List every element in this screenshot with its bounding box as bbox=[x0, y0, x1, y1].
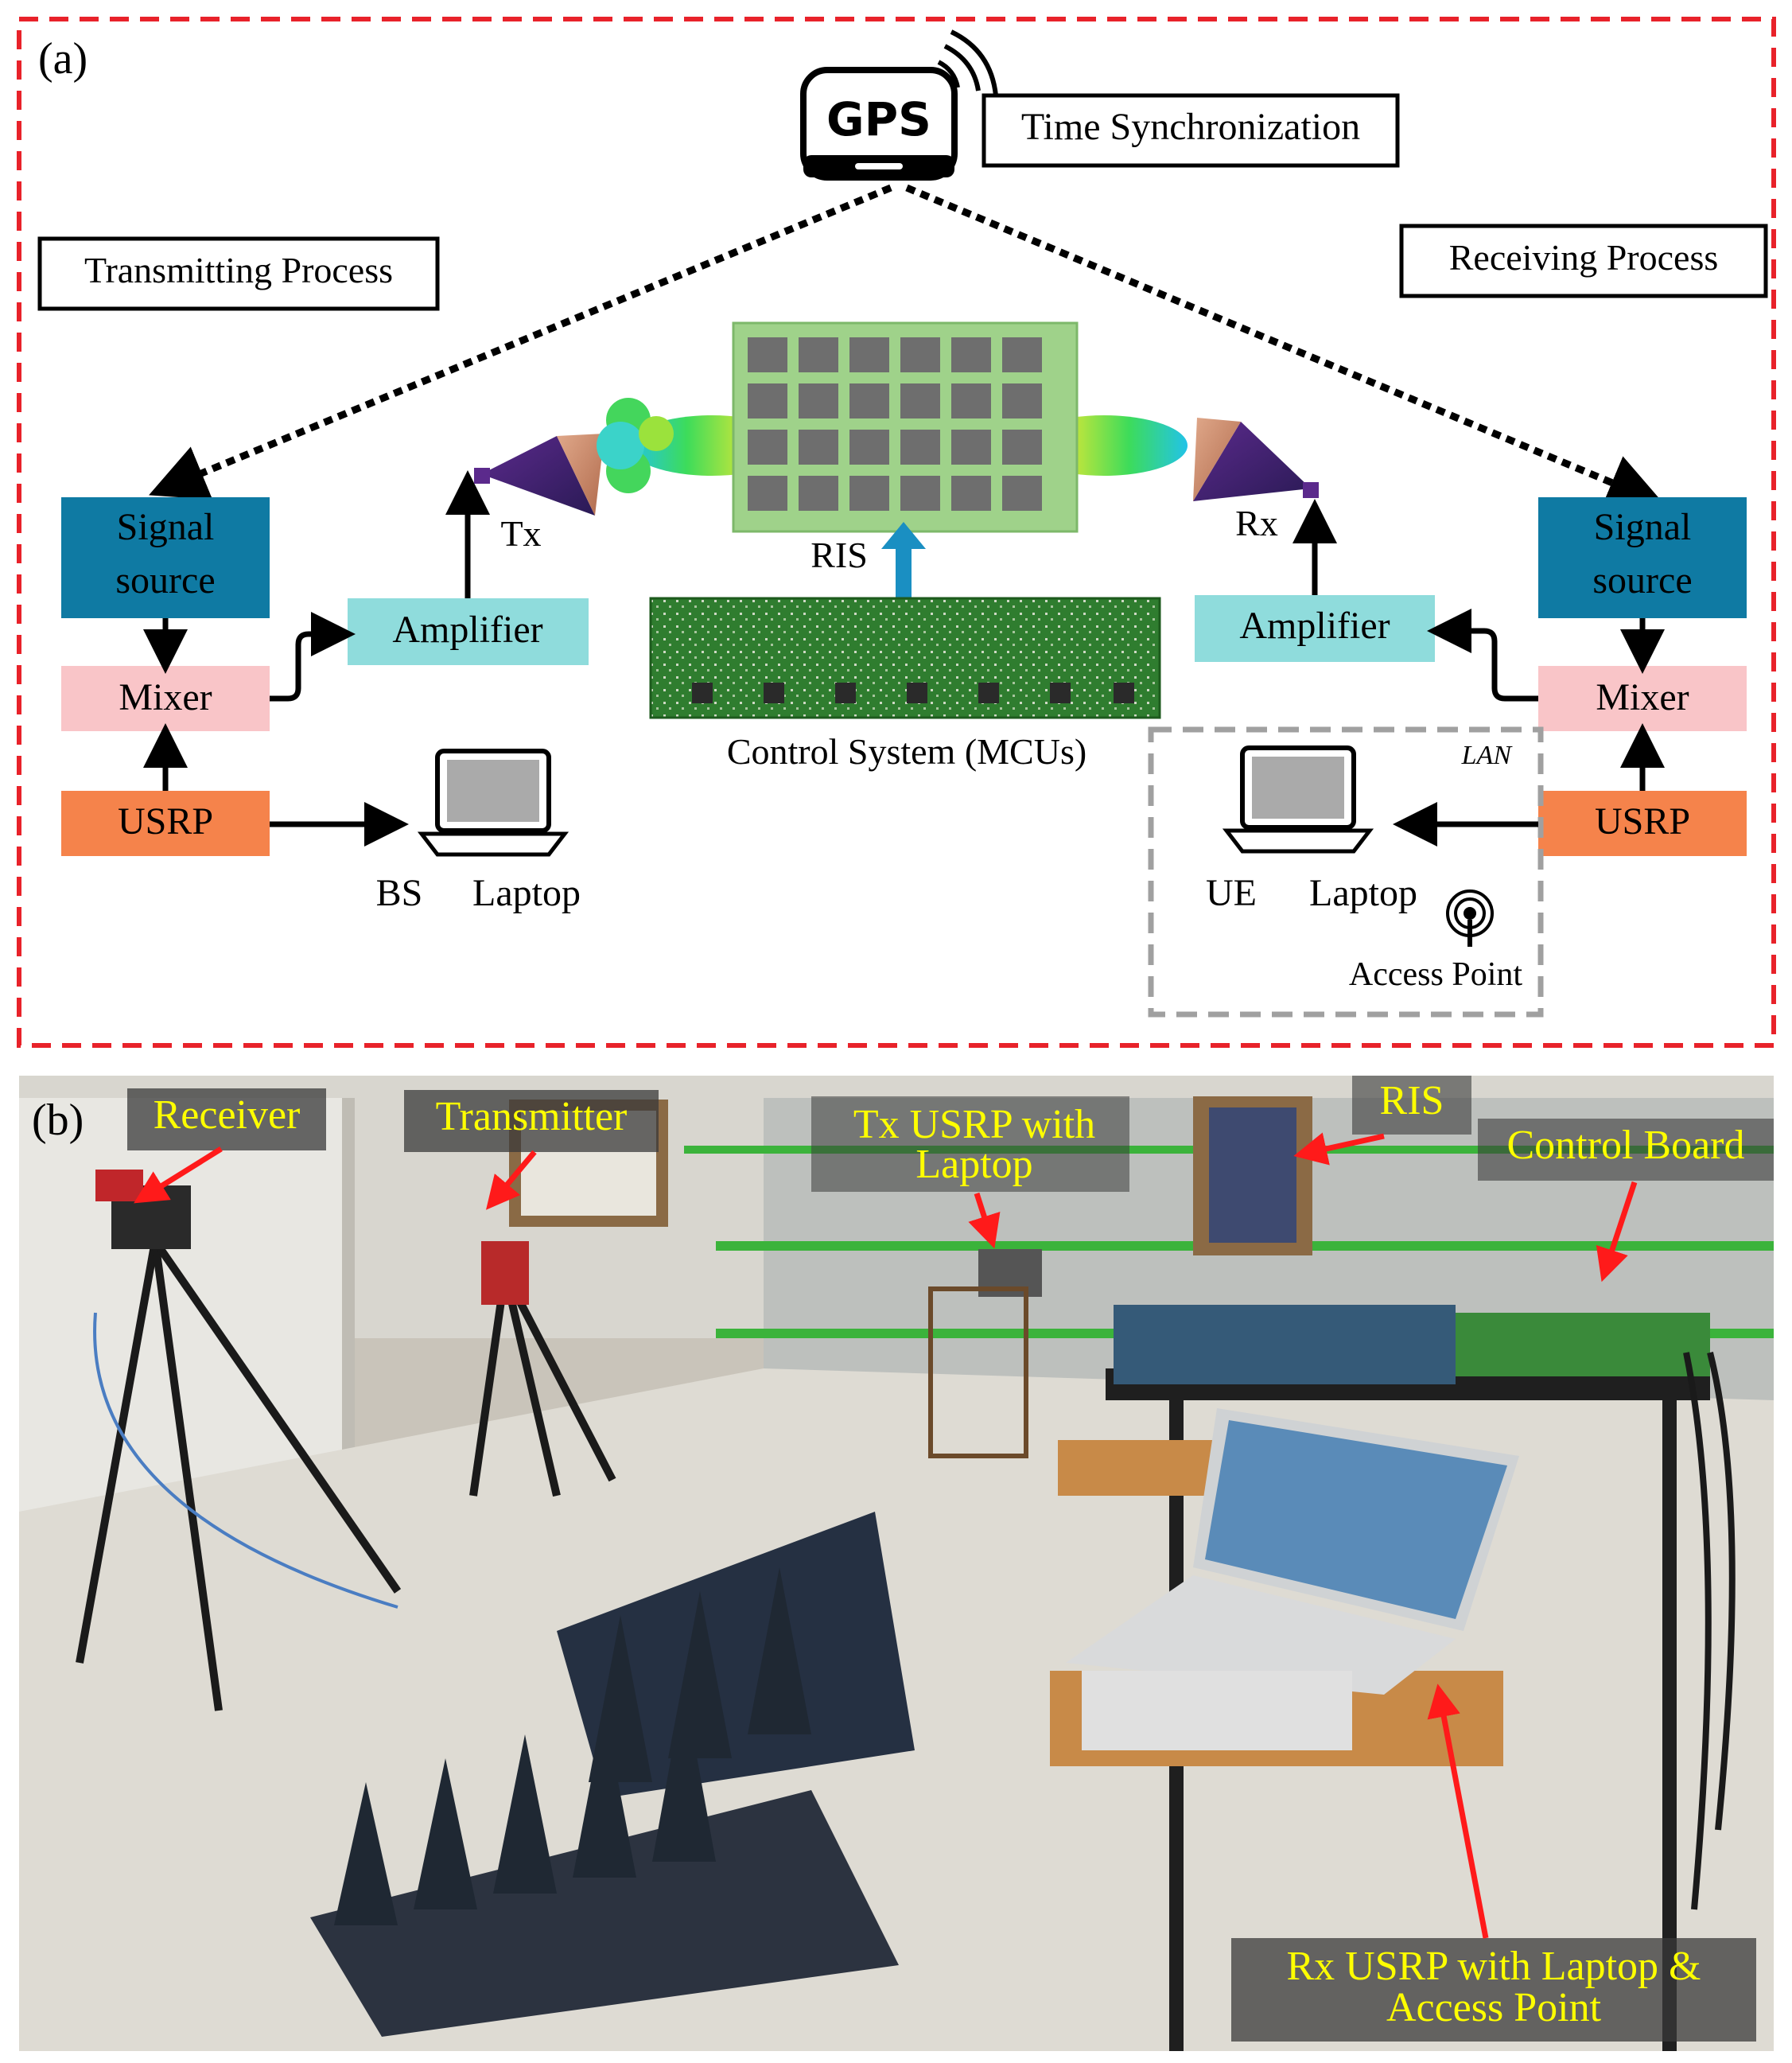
rx-antenna-label: Rx bbox=[1235, 503, 1278, 543]
transmitter-callout-box bbox=[404, 1090, 659, 1152]
control-board-arrow bbox=[1596, 1181, 1638, 1283]
tx-usrp-label-line1: Tx USRP with bbox=[853, 1102, 1095, 1147]
ris-unit-cell bbox=[849, 383, 889, 418]
receiver-label: Receiver bbox=[154, 1092, 301, 1138]
sync-line-rx bbox=[905, 184, 1665, 509]
ris-unit-cell bbox=[900, 430, 940, 465]
rx-usrp-label-line2: Access Point bbox=[1386, 1985, 1602, 2030]
rx-horn-antenna-icon bbox=[1193, 418, 1319, 501]
tx-mixer-box bbox=[61, 666, 270, 731]
ris-unit-cell bbox=[849, 430, 889, 465]
tx-process-box bbox=[37, 236, 440, 311]
ris-arrow bbox=[1293, 1132, 1385, 1166]
ue-laptop-label: Laptop bbox=[1309, 872, 1417, 914]
ris-callout-box bbox=[1352, 1076, 1471, 1135]
rx-amplifier-label: Amplifier bbox=[1239, 605, 1390, 647]
tx-process-label: Transmitting Process bbox=[84, 250, 393, 290]
ris-unit-cell bbox=[849, 337, 889, 372]
ris-unit-cell bbox=[1002, 430, 1042, 465]
ue-laptop-icon bbox=[1222, 745, 1374, 854]
tx-signal-source-box bbox=[61, 497, 270, 618]
rx-usrp-callout-box bbox=[1231, 1938, 1756, 2042]
rx-amplifier-box bbox=[1195, 595, 1435, 662]
access-point-icon bbox=[1446, 889, 1494, 947]
tx-usrp-label: USRP bbox=[118, 800, 213, 843]
tx-usrp-callout-box bbox=[811, 1096, 1129, 1192]
control-board-callout-box bbox=[1478, 1119, 1774, 1181]
bs-laptop-icon bbox=[417, 749, 569, 857]
sync-line-tx bbox=[149, 184, 892, 500]
panel-b-label: (b) bbox=[32, 1096, 84, 1145]
arrow-rx-mixer-amp bbox=[1427, 609, 1538, 702]
ris-unit-cell bbox=[900, 476, 940, 511]
rx-mixer-box bbox=[1538, 666, 1747, 731]
ue-label: UE bbox=[1206, 872, 1257, 914]
tx-usrp-label-line2: Laptop bbox=[915, 1142, 1032, 1187]
rx-signal-source-line1: Signal bbox=[1594, 506, 1692, 548]
ris-unit-cell bbox=[849, 476, 889, 511]
tx-antenna-label: Tx bbox=[500, 513, 541, 554]
ris-unit-cell bbox=[900, 337, 940, 372]
ris-unit-cell bbox=[951, 476, 991, 511]
rx-mixer-label: Mixer bbox=[1596, 676, 1689, 718]
lan-label: LAN bbox=[1461, 741, 1514, 770]
ris-unit-cell bbox=[900, 383, 940, 418]
time-sync-box bbox=[982, 93, 1400, 168]
ris-unit-cell bbox=[799, 476, 838, 511]
ris-unit-cell bbox=[748, 337, 787, 372]
panel-a-label: (a) bbox=[38, 34, 87, 84]
gps-icon bbox=[800, 29, 998, 181]
ris-unit-cell bbox=[748, 383, 787, 418]
ris-unit-cell bbox=[951, 430, 991, 465]
rx-signal-source-line2: source bbox=[1592, 559, 1692, 601]
control-system-board-image bbox=[649, 597, 1161, 719]
ris-unit-cell bbox=[748, 430, 787, 465]
ris-unit-cell bbox=[1002, 476, 1042, 511]
bs-laptop-label: Laptop bbox=[472, 872, 581, 914]
ris-control-arrow-head bbox=[881, 522, 926, 549]
ris-label: RIS bbox=[810, 535, 868, 575]
transmitter-arrow bbox=[486, 1150, 537, 1210]
control-board-label: Control Board bbox=[1507, 1123, 1745, 1168]
tx-horn-antenna-icon bbox=[474, 434, 604, 516]
tx-amplifier-box bbox=[348, 598, 589, 665]
tx-signal-source-line2: source bbox=[115, 559, 215, 601]
ris-unit-cell bbox=[799, 337, 838, 372]
ris-panel bbox=[732, 321, 1079, 533]
lan-box bbox=[1148, 726, 1544, 1018]
tx-amplifier-label: Amplifier bbox=[392, 609, 542, 651]
tx-usrp-arrow bbox=[968, 1192, 1001, 1249]
arrow-tx-mixer-amp bbox=[270, 612, 356, 702]
ris-unit-cell bbox=[799, 383, 838, 418]
tx-mixer-label: Mixer bbox=[119, 676, 212, 718]
rx-usrp-arrow bbox=[1427, 1683, 1489, 1939]
rx-usrp-label-line1: Rx USRP with Laptop & bbox=[1286, 1944, 1701, 1989]
rx-usrp-box bbox=[1538, 791, 1747, 856]
panel-b-photo bbox=[19, 1076, 1774, 2051]
ris-unit-cell bbox=[951, 337, 991, 372]
ris-unit-cell bbox=[799, 430, 838, 465]
ris-photo-label: RIS bbox=[1380, 1078, 1444, 1123]
time-sync-label: Time Synchronization bbox=[1021, 106, 1360, 148]
rx-signal-source-box bbox=[1538, 497, 1747, 618]
tx-signal-source-line1: Signal bbox=[117, 506, 215, 548]
ris-unit-cell bbox=[748, 476, 787, 511]
ris-unit-cell bbox=[951, 383, 991, 418]
ris-unit-cell bbox=[1002, 337, 1042, 372]
access-point-label: Access Point bbox=[1349, 956, 1522, 993]
receiver-arrow bbox=[134, 1146, 223, 1204]
bs-label: BS bbox=[376, 872, 423, 914]
tx-usrp-box bbox=[61, 791, 270, 856]
ris-unit-cell bbox=[1002, 383, 1042, 418]
control-system-label: Control System (MCUs) bbox=[727, 731, 1086, 772]
rx-usrp-label: USRP bbox=[1595, 800, 1690, 843]
gps-label: GPS bbox=[826, 92, 931, 146]
transmitter-label: Transmitter bbox=[436, 1094, 628, 1139]
rx-process-box bbox=[1399, 224, 1768, 298]
rx-process-label: Receiving Process bbox=[1449, 237, 1719, 278]
receiver-callout-box bbox=[127, 1088, 326, 1150]
